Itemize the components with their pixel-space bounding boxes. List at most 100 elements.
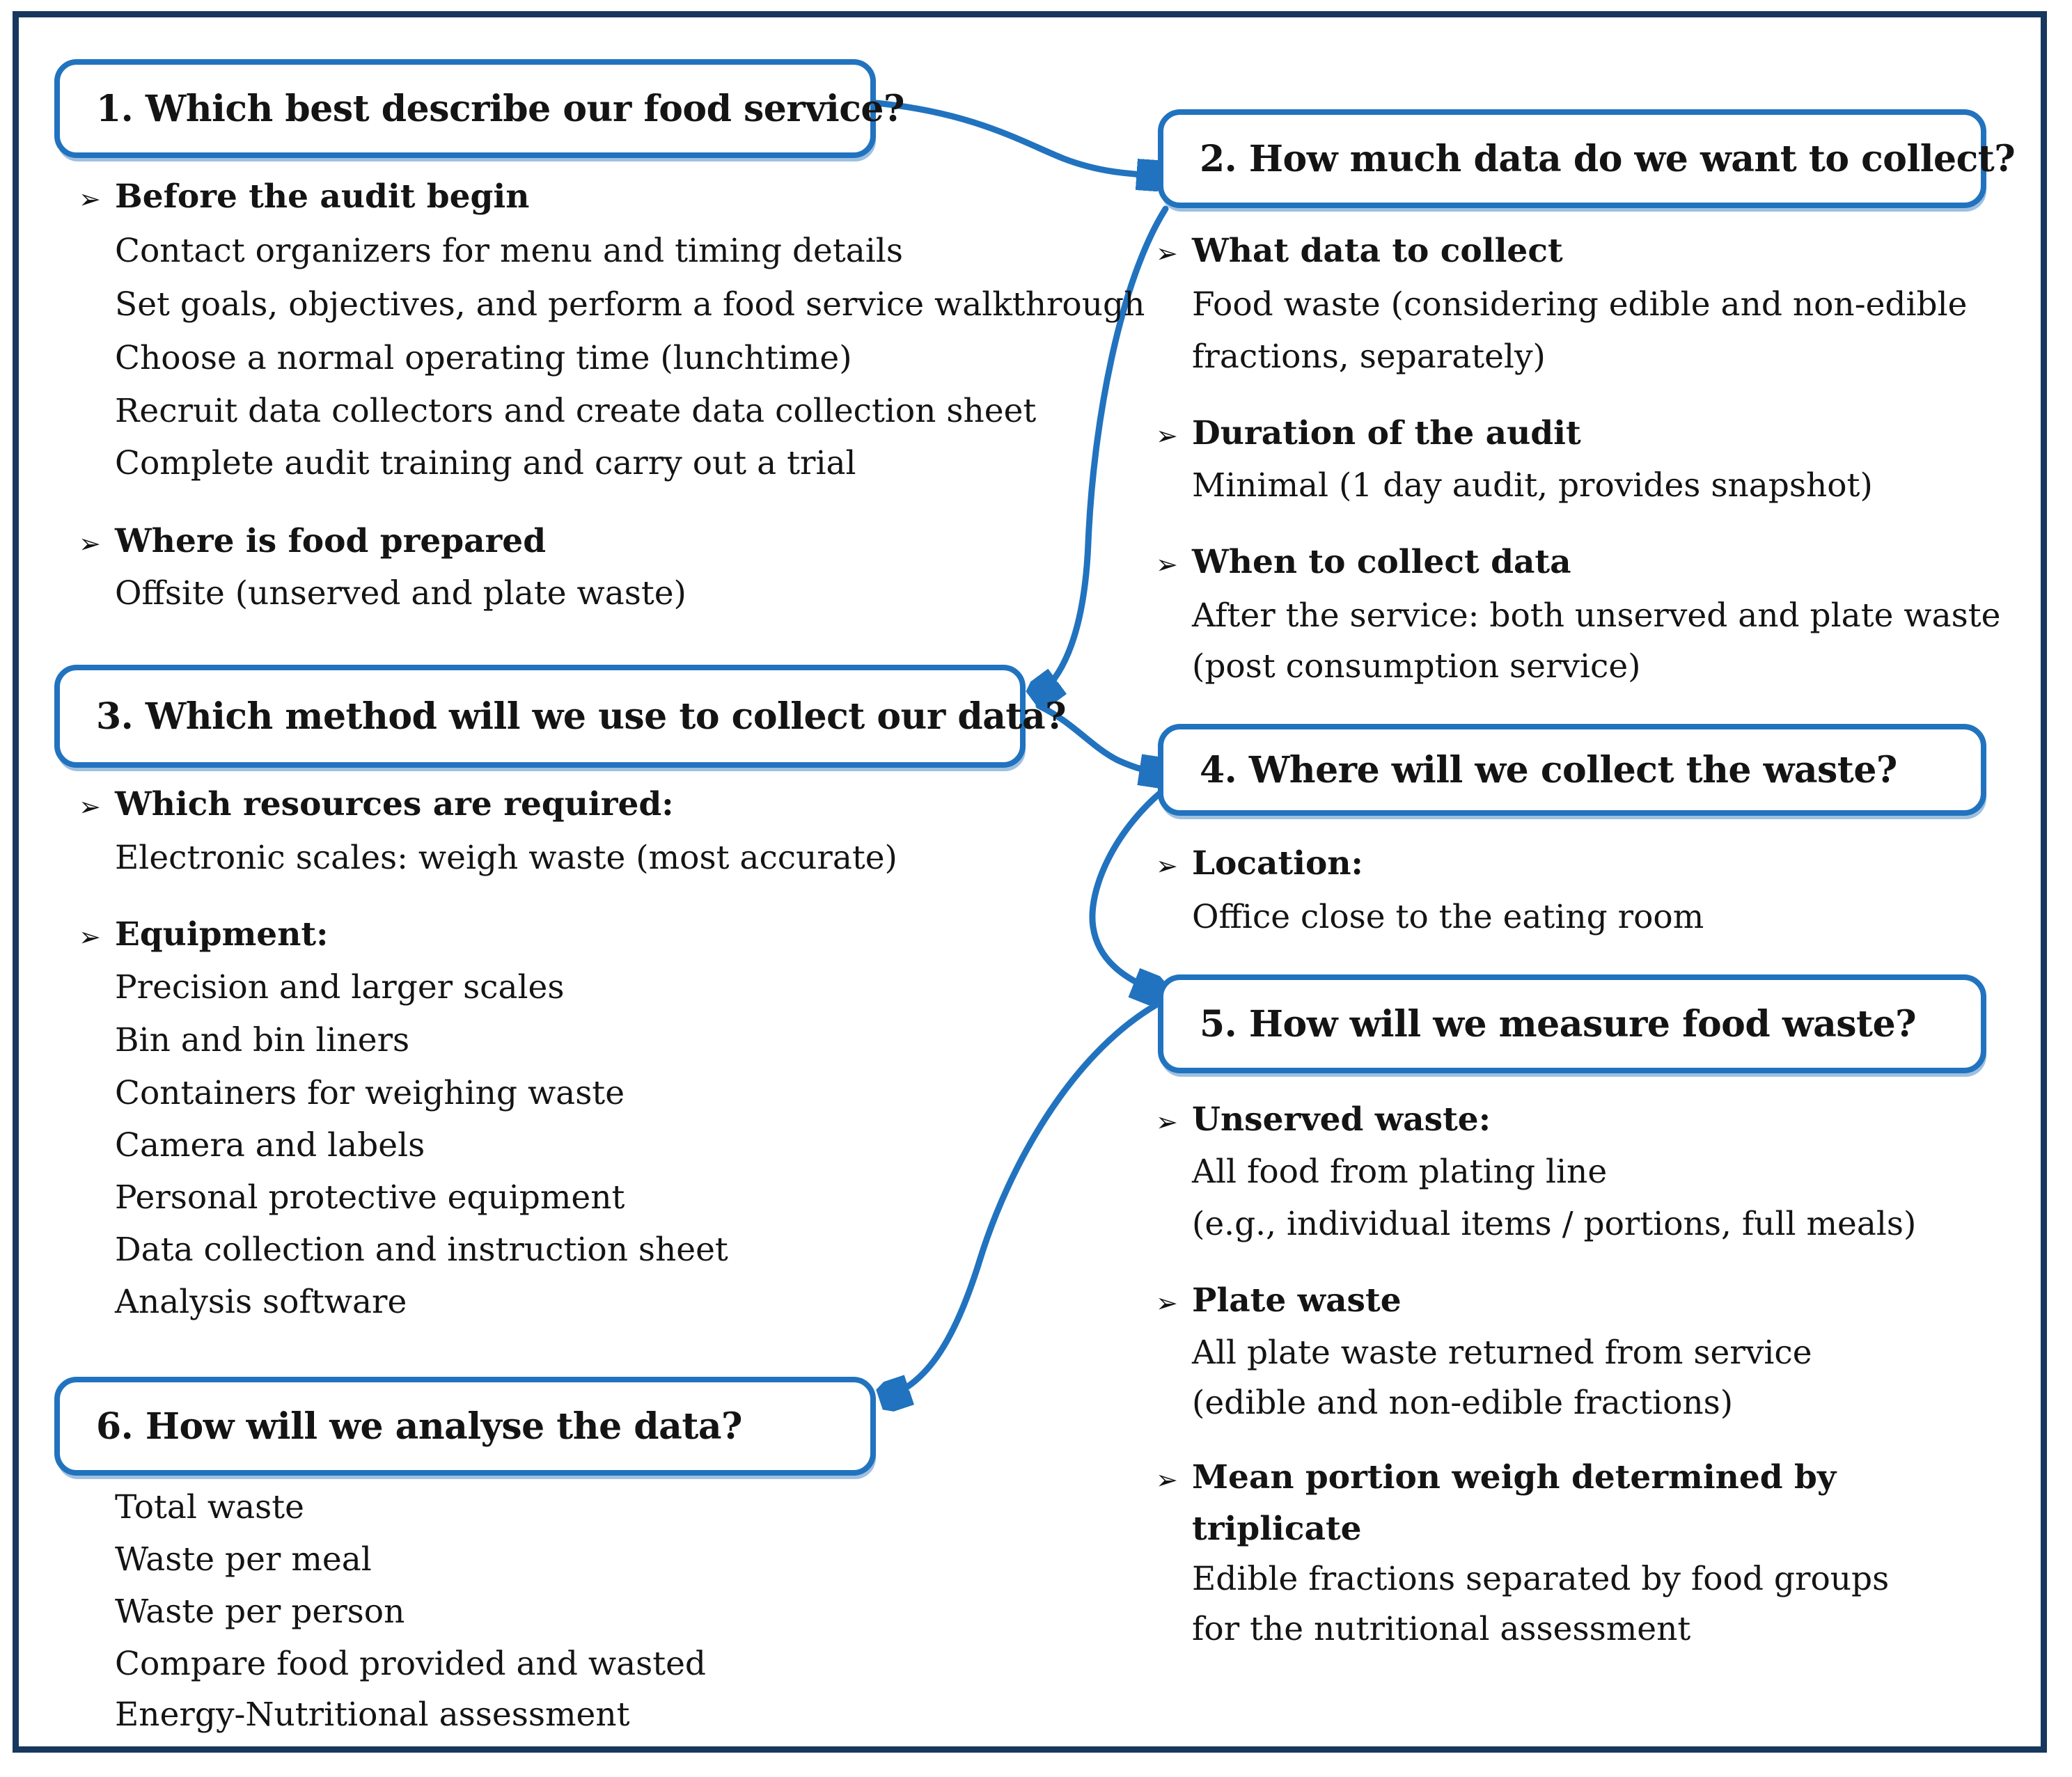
list-item: Data collection and instruction sheet	[115, 1229, 728, 1272]
item-text: Minimal (1 day audit, provides snapshot)	[1192, 466, 1873, 505]
list-item: Set goals, objectives, and perform a foo…	[115, 283, 1145, 326]
flow-box-6-title: 6. How will we analyse the data?	[96, 1405, 743, 1448]
list-item: All food from plating line	[1192, 1151, 1607, 1194]
item-text: (e.g., individual items / portions, full…	[1192, 1205, 1917, 1243]
item-text: Camera and labels	[115, 1126, 425, 1164]
group-heading: Duration of the audit	[1192, 414, 1581, 452]
list-item: Contact organizers for menu and timing d…	[115, 230, 903, 273]
group-heading: When to collect data	[1192, 543, 1571, 581]
list-item: ➢ Mean portion weigh determined by	[1156, 1456, 1837, 1499]
list-item: triplicate	[1192, 1508, 1362, 1551]
arrow-bullet-icon: ➢	[1156, 420, 1178, 451]
list-item: Waste per person	[115, 1590, 405, 1634]
list-item: (edible and non-edible fractions)	[1192, 1382, 1733, 1425]
list-item: Edible fractions separated by food group…	[1192, 1558, 1889, 1601]
item-text: Food waste (considering edible and non-e…	[1192, 285, 1968, 324]
flow-box-3-title: 3. Which method will we use to collect o…	[96, 695, 1067, 738]
list-item: (e.g., individual items / portions, full…	[1192, 1203, 1916, 1246]
arrow-bullet-icon: ➢	[1156, 549, 1178, 580]
group-heading: Where is food prepared	[115, 522, 547, 560]
list-item: Total waste	[115, 1486, 304, 1529]
group-heading: Equipment:	[115, 915, 329, 954]
item-text: Precision and larger scales	[115, 968, 565, 1006]
list-item: Containers for weighing waste	[115, 1072, 625, 1115]
item-text: Contact organizers for menu and timing d…	[115, 232, 903, 270]
list-item: ➢ Which resources are required:	[79, 783, 674, 826]
list-item: Camera and labels	[115, 1124, 425, 1167]
connector-box3-to-box4	[1035, 702, 1164, 773]
group-heading: Unserved waste:	[1192, 1100, 1491, 1139]
item-text: Compare food provided and wasted	[115, 1645, 707, 1683]
list-item: Compare food provided and wasted	[115, 1643, 706, 1686]
list-item: Food waste (considering edible and non-e…	[1192, 283, 1967, 326]
list-item: Precision and larger scales	[115, 966, 565, 1009]
arrow-bullet-icon: ➢	[1156, 851, 1178, 881]
item-text: Containers for weighing waste	[115, 1074, 625, 1112]
flow-box-1-title: 1. Which best describe our food service?	[96, 87, 904, 130]
list-item: ➢ Plate waste	[1156, 1279, 1402, 1322]
item-text: Waste per meal	[115, 1540, 372, 1579]
flow-box-5-title: 5. How will we measure food waste?	[1200, 1002, 1917, 1045]
list-item: ➢ Equipment:	[79, 913, 329, 956]
group-heading: Mean portion weigh determined by	[1192, 1458, 1837, 1496]
item-text: Electronic scales: weigh waste (most acc…	[115, 839, 897, 877]
item-text: Complete audit training and carry out a …	[115, 444, 856, 482]
list-item: Waste per meal	[115, 1538, 372, 1581]
flow-box-5: 5. How will we measure food waste?	[1158, 974, 1986, 1073]
item-text: Edible fractions separated by food group…	[1192, 1560, 1890, 1598]
item-text: for the nutritional assessment	[1192, 1610, 1691, 1648]
list-item: Bin and bin liners	[115, 1019, 409, 1062]
item-text: Analysis software	[115, 1283, 407, 1321]
arrow-bullet-icon: ➢	[79, 184, 101, 214]
list-item: ➢ What data to collect	[1156, 230, 1563, 273]
list-item: ➢ Duration of the audit	[1156, 412, 1581, 455]
item-text: All food from plating line	[1192, 1153, 1608, 1191]
group-heading: Location:	[1192, 844, 1363, 883]
group-heading: Which resources are required:	[115, 785, 674, 823]
list-item: Electronic scales: weigh waste (most acc…	[115, 837, 897, 880]
arrow-bullet-icon: ➢	[79, 922, 101, 952]
item-text: Choose a normal operating time (lunchtim…	[115, 339, 852, 377]
item-text: Bin and bin liners	[115, 1021, 410, 1059]
item-text: Offsite (unserved and plate waste)	[115, 574, 686, 613]
item-text: Personal protective equipment	[115, 1178, 625, 1217]
list-item: After the service: both unserved and pla…	[1192, 594, 2000, 638]
item-text: Total waste	[115, 1488, 304, 1526]
list-item: (post consumption service)	[1192, 645, 1640, 688]
list-item: All plate waste returned from service	[1192, 1332, 1812, 1375]
list-item: for the nutritional assessment	[1192, 1608, 1690, 1651]
group-heading: Before the audit begin	[115, 177, 530, 216]
arrow-bullet-icon: ➢	[1156, 1107, 1178, 1137]
connector-box2-to-box3	[1037, 205, 1169, 696]
item-text: All plate waste returned from service	[1192, 1334, 1812, 1372]
connector-box5-to-box6	[886, 1002, 1159, 1398]
arrow-bullet-icon: ➢	[79, 528, 101, 559]
item-text: Data collection and instruction sheet	[115, 1231, 728, 1269]
arrow-bullet-icon: ➢	[1156, 1288, 1178, 1318]
item-text: Office close to the eating room	[1192, 898, 1704, 936]
connector-box1-to-box2	[872, 100, 1161, 176]
flow-box-2: 2. How much data do we want to collect?	[1158, 109, 2016, 208]
flow-box-1: 1. Which best describe our food service?	[54, 59, 904, 158]
list-item: ➢ Where is food prepared	[79, 520, 547, 563]
list-item: Recruit data collectors and create data …	[115, 390, 1036, 433]
connector-box4-to-box5	[1089, 782, 1173, 992]
item-text: (edible and non-edible fractions)	[1192, 1384, 1734, 1422]
list-item: Personal protective equipment	[115, 1176, 625, 1219]
item-text: After the service: both unserved and pla…	[1192, 597, 2001, 635]
arrow-bullet-icon: ➢	[1156, 238, 1178, 269]
item-text: Set goals, objectives, and perform a foo…	[115, 285, 1145, 324]
list-item: Office close to the eating room	[1192, 896, 1704, 939]
flow-box-6: 6. How will we analyse the data?	[54, 1377, 876, 1476]
group-heading: Plate waste	[1192, 1281, 1402, 1320]
item-text: Recruit data collectors and create data …	[115, 392, 1037, 430]
list-item: fractions, separately)	[1192, 335, 1546, 379]
arrow-bullet-icon: ➢	[79, 791, 101, 822]
list-item: Minimal (1 day audit, provides snapshot)	[1192, 464, 1873, 507]
item-text: Energy-Nutritional assessment	[115, 1696, 630, 1734]
flow-box-2-title: 2. How much data do we want to collect?	[1200, 137, 2016, 180]
list-item: ➢ Before the audit begin	[79, 175, 530, 219]
flow-box-3: 3. Which method will we use to collect o…	[54, 665, 1067, 768]
item-text: (post consumption service)	[1192, 647, 1641, 686]
